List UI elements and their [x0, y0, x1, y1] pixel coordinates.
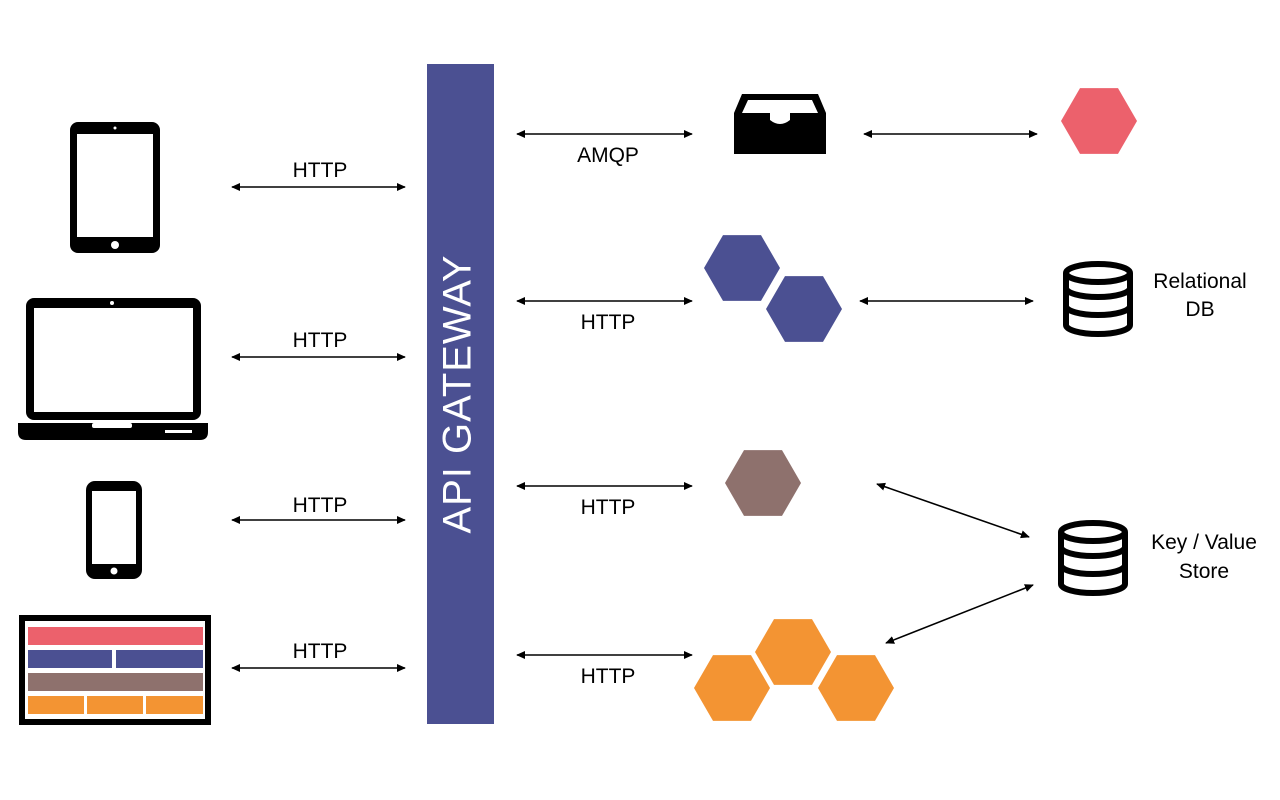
kv-store-label-line2: Store: [1179, 560, 1229, 583]
service-protocol-label-3: HTTP: [581, 496, 636, 519]
client-connection-1: HTTP: [231, 159, 406, 192]
laptop-icon: [18, 298, 208, 440]
blue-service-hexagon-2: [766, 276, 842, 342]
wireframe-orange-1: [28, 696, 84, 714]
api-gateway-label: API GATEWAY: [436, 254, 480, 533]
blue-service-hexagon-1: [704, 235, 780, 301]
orange-service-hexagon-2: [694, 655, 770, 721]
key-value-store-icon: [1058, 520, 1128, 596]
service-protocol-label-4: HTTP: [581, 665, 636, 688]
orange-service-to-kv-store-arrow: [885, 584, 1034, 644]
service-protocol-label-2: HTTP: [581, 311, 636, 334]
relational-db-label-line2: DB: [1185, 298, 1214, 321]
client-protocol-label-3: HTTP: [293, 494, 348, 517]
wireframe-header-bar: [28, 627, 203, 645]
smartphone-icon: [86, 481, 142, 579]
client-connection-3: HTTP: [231, 494, 406, 525]
service-connection-3: HTTP: [516, 481, 693, 519]
client-protocol-label-2: HTTP: [293, 329, 348, 352]
wireframe-blue-right: [116, 650, 203, 668]
client-protocol-label-1: HTTP: [293, 159, 348, 182]
client-connection-2: HTTP: [231, 329, 406, 362]
orange-service-hexagon-3: [818, 655, 894, 721]
wireframe-orange-2: [87, 696, 143, 714]
red-service-hexagon: [1061, 88, 1137, 154]
kv-store-label-line1: Key / Value: [1151, 531, 1257, 554]
api-gateway-bar: [427, 64, 494, 724]
service-connection-1: AMQP: [516, 129, 693, 167]
client-connection-4: HTTP: [231, 640, 406, 673]
mauve-service-to-kv-store-arrow: [876, 482, 1030, 539]
tablet-icon: [70, 122, 160, 253]
web-page-icon: [19, 615, 211, 725]
relational-db-icon: [1063, 261, 1133, 337]
mauve-service-hexagon: [725, 450, 801, 516]
wireframe-orange-3: [146, 696, 203, 714]
service-connection-4: HTTP: [516, 650, 693, 688]
relational-db-label-line1: Relational: [1153, 270, 1246, 293]
message-queue-icon: [734, 94, 826, 154]
service-protocol-label-1: AMQP: [577, 144, 639, 167]
client-protocol-label-4: HTTP: [293, 640, 348, 663]
wireframe-blue-left: [28, 650, 112, 668]
api-gateway: API GATEWAY: [427, 64, 494, 724]
service-connection-2: HTTP: [516, 296, 693, 334]
orange-service-hexagon-1: [755, 619, 831, 685]
wireframe-mauve-bar: [28, 673, 203, 691]
